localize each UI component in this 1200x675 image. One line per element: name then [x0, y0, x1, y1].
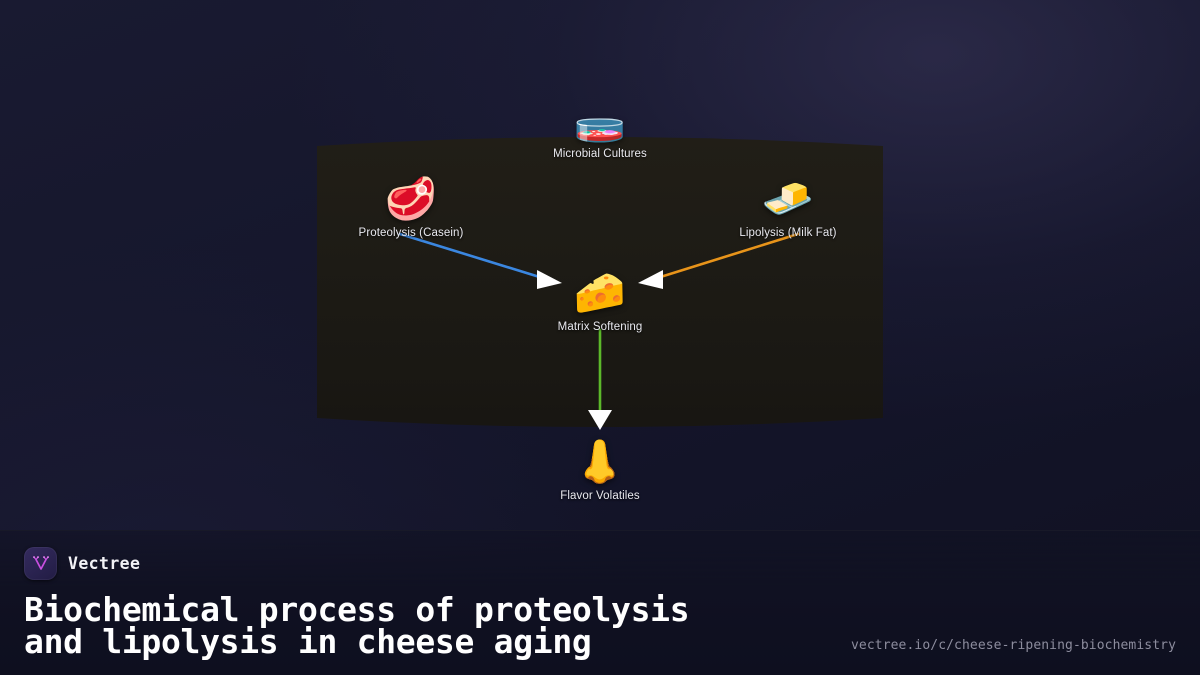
- node-label-proteolysis-casein: Proteolysis (Casein): [358, 227, 464, 239]
- node-label-flavor-volatiles: Flavor Volatiles: [560, 490, 640, 502]
- page-title: Biochemical process of proteolysis and l…: [24, 590, 690, 661]
- node-flavor-volatiles[interactable]: 👃 Flavor Volatiles: [480, 438, 720, 503]
- node-label-microbial-cultures: Microbial Cultures: [553, 148, 647, 160]
- butter-icon: 🧈: [761, 174, 815, 223]
- edge-matrix-to-flavor: [588, 328, 612, 430]
- edge-proteolysis-to-matrix: [398, 232, 562, 289]
- footer-bar: Vectree Biochemical process of proteolys…: [0, 530, 1200, 675]
- node-label-lipolysis-milk-fat: Lipolysis (Milk Fat): [739, 227, 837, 239]
- page-url: vectree.io/c/cheese-ripening-biochemistr…: [851, 638, 1176, 653]
- node-lipolysis-milk-fat[interactable]: 🧈 Lipolysis (Milk Fat): [668, 175, 908, 240]
- node-matrix-softening[interactable]: 🧀 Matrix Softening: [480, 269, 720, 334]
- node-proteolysis-casein[interactable]: 🥩 Proteolysis (Casein): [291, 175, 531, 240]
- petri-dish-icon: 🧫: [573, 95, 627, 144]
- nose-icon: 👃: [573, 437, 627, 486]
- brand-name: Vectree: [68, 554, 141, 573]
- stage-panel: [317, 130, 883, 432]
- cheese-wedge-icon: 🧀: [573, 268, 627, 317]
- node-label-matrix-softening: Matrix Softening: [557, 321, 643, 333]
- cut-of-meat-icon: 🥩: [384, 174, 438, 223]
- edge-lipolysis-to-matrix: [638, 232, 800, 289]
- node-microbial-cultures[interactable]: 🧫 Microbial Cultures: [480, 96, 720, 161]
- vectree-logo-icon: [24, 547, 57, 580]
- brand-row[interactable]: Vectree: [24, 547, 140, 580]
